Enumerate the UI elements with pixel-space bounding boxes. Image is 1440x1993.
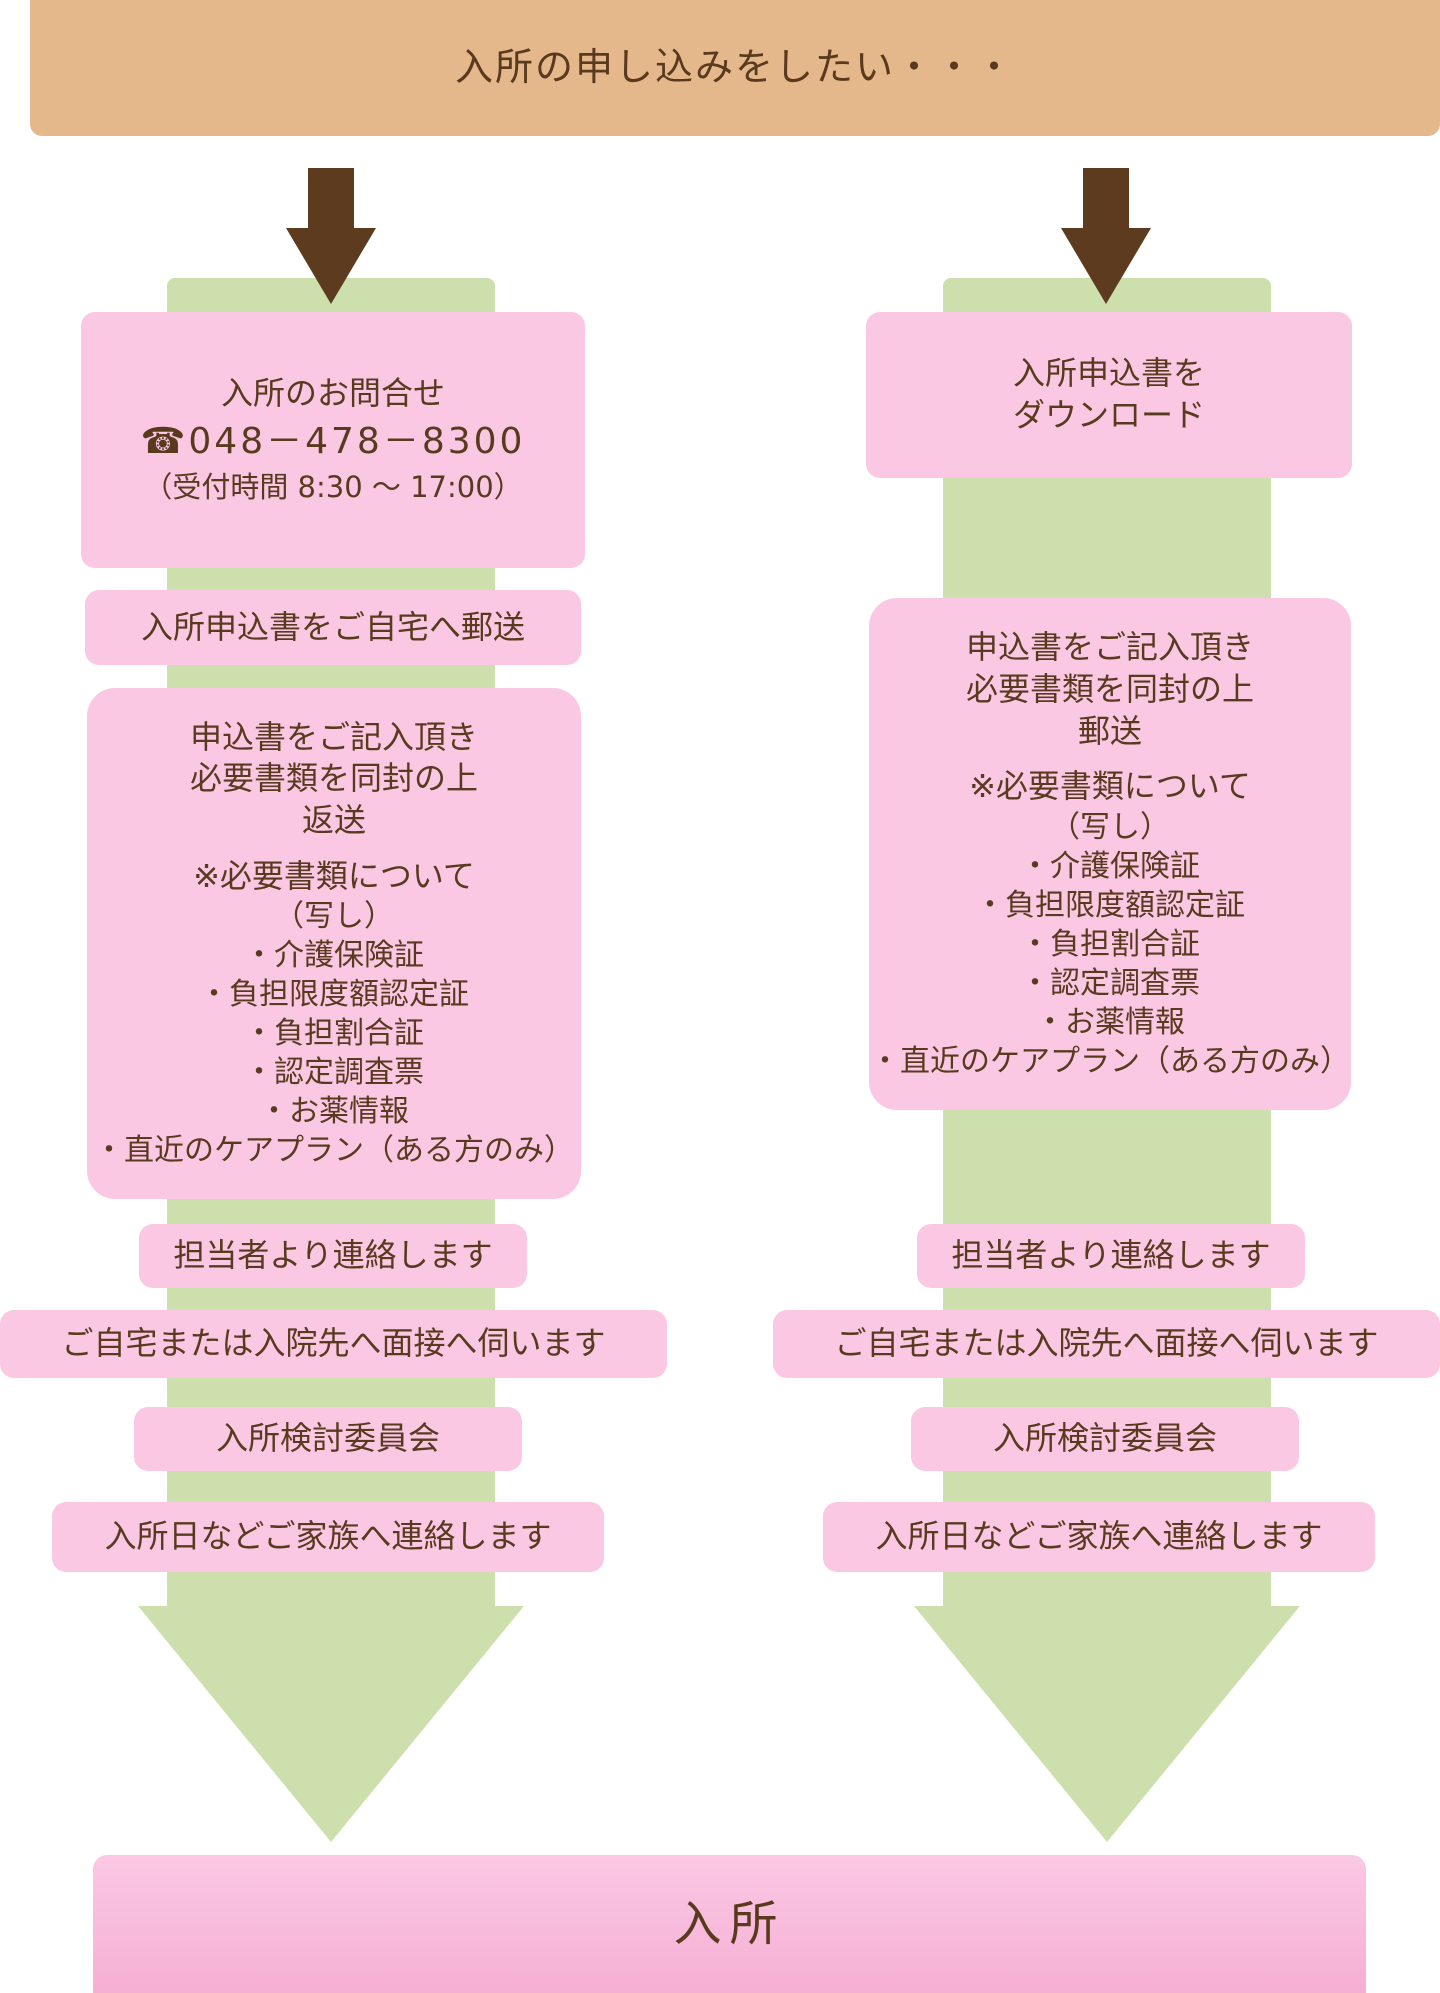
interview-label: ご自宅または入院先へ面接へ伺います	[834, 1324, 1379, 1363]
left-flow-arrow-tip	[138, 1606, 524, 1842]
download-line-2: ダウンロード	[1012, 396, 1205, 434]
doc-item: ・介護保険証	[244, 938, 424, 974]
left-down-arrow-shaft	[308, 168, 354, 230]
header-banner: 入所の申し込みをしたい・・・	[30, 0, 1440, 136]
right-download-box[interactable]: 入所申込書を ダウンロード	[866, 312, 1352, 478]
contact-label: 担当者より連絡します	[173, 1236, 493, 1275]
right-notify-box: 入所日などご家族へ連絡します	[823, 1502, 1375, 1572]
mail-form-label: 入所申込書をご自宅へ郵送	[140, 607, 525, 646]
left-fill-form-box: 申込書をご記入頂き 必要書類を同封の上 返送 ※必要書類について （写し） ・介…	[87, 688, 581, 1199]
left-contact-box: 担当者より連絡します	[139, 1224, 527, 1288]
interview-label: ご自宅または入院先へ面接へ伺います	[61, 1324, 606, 1363]
doc-item: ・認定調査票	[244, 1055, 424, 1091]
right-contact-box: 担当者より連絡します	[917, 1224, 1305, 1288]
notify-label: 入所日などご家族へ連絡します	[104, 1517, 552, 1556]
inquiry-phone[interactable]: ☎048－478－8300	[140, 420, 526, 462]
fill-line-3: 郵送	[1077, 711, 1142, 750]
right-committee-box: 入所検討委員会	[911, 1407, 1299, 1471]
contact-label: 担当者より連絡します	[951, 1236, 1271, 1275]
right-fill-form-box: 申込書をご記入頂き 必要書類を同封の上 郵送 ※必要書類について （写し） ・介…	[869, 598, 1351, 1110]
committee-label: 入所検討委員会	[992, 1419, 1217, 1458]
download-line-1: 入所申込書を	[1012, 354, 1205, 393]
inquiry-title: 入所のお問合せ	[220, 373, 445, 412]
doc-item: ・直近のケアプラン（ある方のみ）	[94, 1133, 574, 1169]
right-flow-arrow-tip	[914, 1606, 1300, 1842]
left-inquiry-box: 入所のお問合せ ☎048－478－8300 （受付時間 8:30 ～ 17:00…	[81, 312, 585, 568]
right-down-arrow-shaft	[1083, 168, 1129, 230]
header-title: 入所の申し込みをしたい・・・	[454, 45, 1015, 90]
docs-title: ※必要書類について	[969, 767, 1251, 806]
right-interview-box: ご自宅または入院先へ面接へ伺います	[773, 1310, 1440, 1378]
left-down-arrow-head	[286, 228, 376, 304]
fill-line-2: 必要書類を同封の上	[965, 669, 1254, 708]
fill-line-3: 返送	[301, 801, 366, 839]
docs-sub: （写し）	[1050, 809, 1170, 845]
doc-item: ・負担限度額認定証	[199, 977, 469, 1013]
left-notify-box: 入所日などご家族へ連絡します	[52, 1502, 604, 1572]
docs-title: ※必要書類について	[193, 856, 475, 895]
final-admission-box: 入所	[93, 1855, 1366, 1993]
right-down-arrow-head	[1061, 228, 1151, 304]
fill-line-2: 必要書類を同封の上	[189, 759, 478, 798]
doc-item: ・介護保険証	[1020, 848, 1200, 884]
doc-item: ・直近のケアプラン（ある方のみ）	[870, 1043, 1350, 1079]
left-committee-box: 入所検討委員会	[134, 1407, 522, 1471]
inquiry-hours: （受付時間 8:30 ～ 17:00）	[143, 470, 523, 505]
fill-line-1: 申込書をご記入頂き	[189, 717, 478, 756]
fill-line-1: 申込書をご記入頂き	[965, 628, 1254, 667]
doc-item: ・認定調査票	[1020, 965, 1200, 1001]
doc-item: ・負担限度額認定証	[975, 887, 1245, 923]
doc-item: ・負担割合証	[244, 1016, 424, 1052]
doc-item: ・お薬情報	[259, 1094, 409, 1130]
left-mail-form-box: 入所申込書をご自宅へ郵送	[85, 590, 581, 665]
committee-label: 入所検討委員会	[215, 1419, 440, 1458]
doc-item: ・お薬情報	[1035, 1004, 1185, 1040]
left-interview-box: ご自宅または入院先へ面接へ伺います	[0, 1310, 667, 1378]
final-label: 入所	[673, 1895, 786, 1952]
docs-sub: （写し）	[274, 899, 394, 935]
notify-label: 入所日などご家族へ連絡します	[875, 1517, 1323, 1556]
doc-item: ・負担割合証	[1020, 926, 1200, 962]
